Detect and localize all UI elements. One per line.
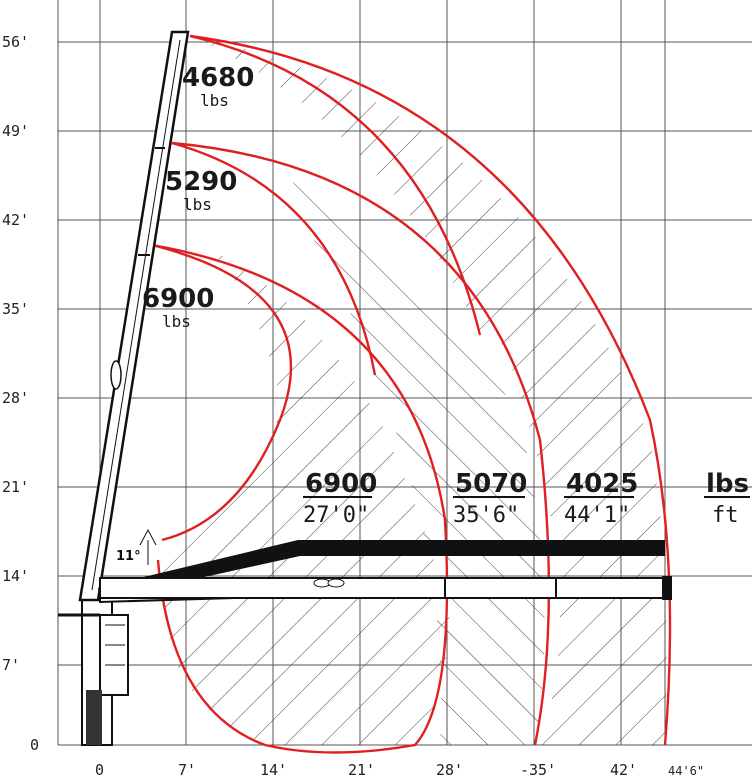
horizontal-boom bbox=[98, 540, 672, 604]
y-axis-ticks: 56' 49' 42' 35' 28' 21' 14' 7' 0 bbox=[2, 33, 39, 754]
boom-load-labels: 4680 lbs 5290 lbs 6900 lbs bbox=[142, 63, 254, 331]
boom-load-unit: lbs bbox=[183, 195, 212, 214]
reach-load-distance: 27'0" bbox=[303, 503, 369, 528]
y-tick: 35' bbox=[2, 300, 29, 318]
y-tick: 0 bbox=[30, 736, 39, 754]
y-tick: 49' bbox=[2, 122, 29, 140]
angle-label: 11° bbox=[116, 549, 141, 564]
x-tick: 44'6" bbox=[668, 764, 704, 778]
y-tick: 28' bbox=[2, 389, 29, 407]
x-tick: 42' bbox=[610, 761, 637, 779]
boom-load-unit: lbs bbox=[162, 312, 191, 331]
middle-envelope-hatch bbox=[268, 170, 545, 745]
y-tick: 7' bbox=[2, 656, 20, 674]
reach-load-value: 4025 bbox=[566, 469, 638, 499]
vertical-boom bbox=[78, 30, 190, 602]
reach-load-distance: 44'1" bbox=[564, 503, 630, 528]
boom-load-value: 4680 bbox=[182, 63, 254, 93]
reach-load-value: 5070 bbox=[455, 469, 527, 499]
x-tick: 7' bbox=[178, 761, 196, 779]
units-label: lbs ft bbox=[704, 469, 750, 528]
boom-load-unit: lbs bbox=[200, 91, 229, 110]
reach-load-distance: 35'6" bbox=[453, 503, 519, 528]
x-tick: 0 bbox=[95, 761, 104, 779]
x-tick: 14' bbox=[260, 761, 287, 779]
x-tick: 21' bbox=[348, 761, 375, 779]
y-tick: 56' bbox=[2, 33, 29, 51]
units-top: lbs bbox=[706, 469, 749, 499]
reach-load-value: 6900 bbox=[305, 469, 377, 499]
y-tick: 21' bbox=[2, 478, 29, 496]
units-bottom: ft bbox=[712, 503, 739, 528]
y-tick: 14' bbox=[2, 567, 29, 585]
angle-marker: 11° bbox=[116, 528, 157, 565]
load-envelopes bbox=[151, 34, 672, 754]
boom-load-value: 5290 bbox=[165, 167, 237, 197]
x-tick: 28' bbox=[436, 761, 463, 779]
reach-load-labels: 6900 27'0" 5070 35'6" 4025 44'1" bbox=[303, 469, 638, 528]
outer-envelope-hatch bbox=[190, 36, 667, 745]
crane-column bbox=[58, 599, 129, 746]
x-tick: -35' bbox=[520, 761, 556, 779]
y-tick: 42' bbox=[2, 211, 29, 229]
x-axis-ticks: 0 7' 14' 21' 28' -35' 42' 44'6" bbox=[95, 761, 704, 779]
boom-load-value: 6900 bbox=[142, 284, 214, 314]
